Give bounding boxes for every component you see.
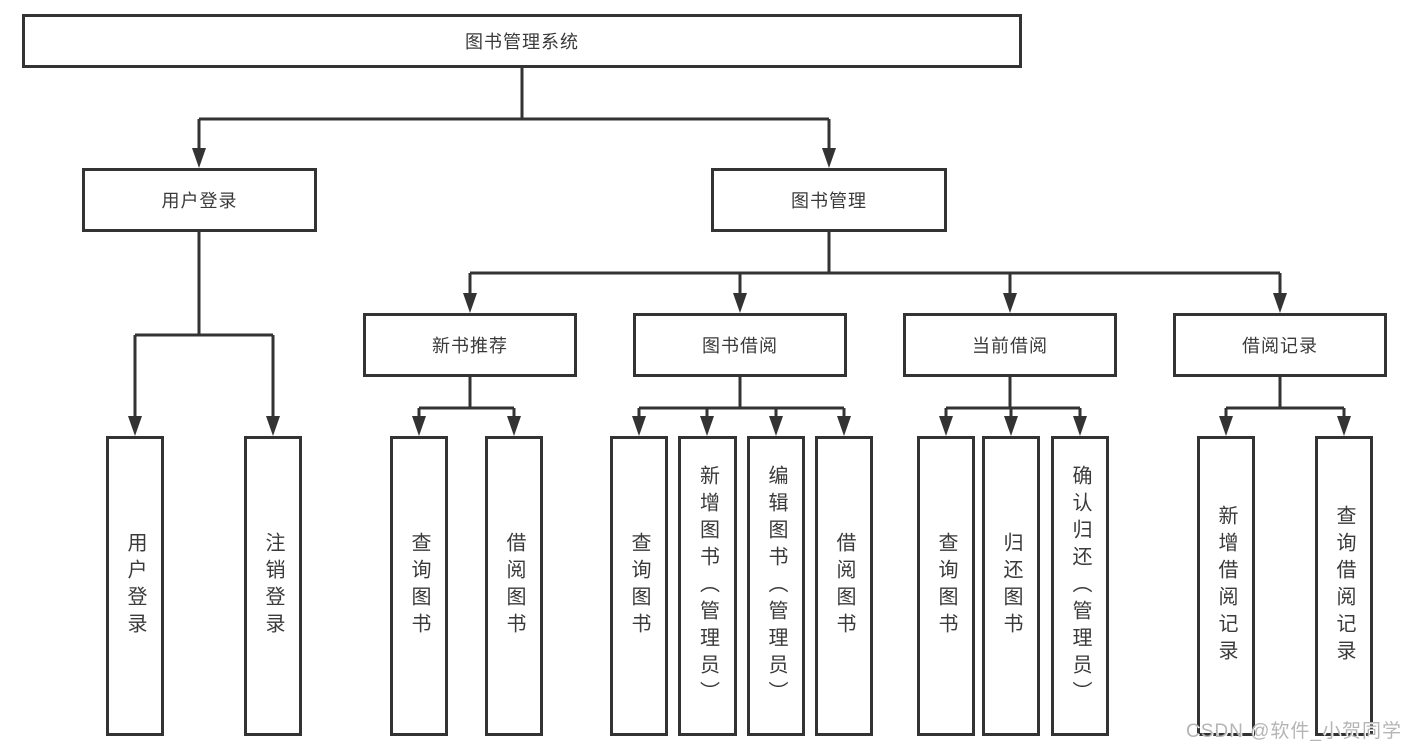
leaf-add-books-admin: 新增图书（管理员） bbox=[678, 436, 737, 736]
node-label: 当前借阅 bbox=[972, 336, 1048, 356]
arrowhead-icon bbox=[1004, 416, 1018, 436]
connector-userlogin-to-leaves bbox=[133, 232, 275, 418]
arrowhead-icon bbox=[128, 416, 142, 436]
node-book-borrowing: 图书借阅 bbox=[633, 313, 847, 377]
leaf-add-borrow-record: 新增借阅记录 bbox=[1197, 436, 1255, 736]
arrowhead-icon bbox=[1073, 416, 1087, 436]
connector-newbook-to-leaves bbox=[417, 377, 516, 418]
connector-borrowrecord-to-leaves bbox=[1224, 377, 1346, 418]
node-current-borrowing: 当前借阅 bbox=[903, 313, 1117, 377]
arrowhead-icon bbox=[769, 416, 783, 436]
arrowhead-icon bbox=[266, 416, 280, 436]
node-label: 注销登录 bbox=[262, 532, 284, 640]
node-label: 编辑图书（管理员） bbox=[765, 464, 787, 708]
node-label: 查询借阅记录 bbox=[1333, 505, 1355, 667]
node-label: 图书管理系统 bbox=[465, 32, 579, 52]
node-new-book-recommend: 新书推荐 bbox=[363, 313, 577, 377]
node-label: 用户登录 bbox=[124, 532, 146, 640]
node-borrowing-records: 借阅记录 bbox=[1173, 313, 1387, 377]
leaf-borrowing-borrow-books: 借阅图书 bbox=[815, 436, 873, 736]
leaf-edit-books-admin: 编辑图书（管理员） bbox=[747, 436, 805, 736]
csdn-watermark: CSDN @软件_小贺同学 bbox=[1186, 721, 1402, 742]
arrowhead-icon bbox=[939, 416, 953, 436]
arrowhead-icon bbox=[632, 416, 646, 436]
node-label: 归还图书 bbox=[1000, 532, 1022, 640]
node-label: 查询图书 bbox=[628, 532, 650, 640]
leaf-borrowing-query-books: 查询图书 bbox=[610, 436, 668, 736]
node-label: 图书管理 bbox=[791, 191, 867, 211]
leaf-current-query-books: 查询图书 bbox=[917, 436, 975, 736]
arrowhead-icon bbox=[463, 293, 477, 313]
node-book-management: 图书管理 bbox=[711, 168, 947, 232]
node-label: 新增借阅记录 bbox=[1215, 505, 1237, 667]
leaf-query-borrow-record: 查询借阅记录 bbox=[1315, 436, 1373, 736]
connector-bookmgmt-to-level3 bbox=[468, 232, 1282, 295]
leaf-newbook-query-books: 查询图书 bbox=[390, 436, 448, 736]
node-label: 用户登录 bbox=[161, 191, 238, 211]
leaf-newbook-borrow-books: 借阅图书 bbox=[485, 436, 543, 736]
node-label: 图书借阅 bbox=[702, 336, 778, 356]
arrowhead-icon bbox=[1273, 293, 1287, 313]
node-label: 新增图书（管理员） bbox=[696, 464, 719, 708]
arrowhead-icon bbox=[192, 148, 206, 168]
leaf-user-login: 用户登录 bbox=[106, 436, 164, 736]
arrowhead-icon bbox=[837, 416, 851, 436]
arrowhead-icon bbox=[507, 416, 521, 436]
arrowhead-icon bbox=[1003, 293, 1017, 313]
connector-root-to-level2 bbox=[197, 68, 831, 150]
node-label: 确认归还（管理员） bbox=[1069, 464, 1091, 708]
node-label: 新书推荐 bbox=[432, 336, 508, 356]
arrowhead-icon bbox=[1219, 416, 1233, 436]
node-label: 借阅图书 bbox=[833, 532, 855, 640]
leaf-return-books: 归还图书 bbox=[982, 436, 1040, 736]
node-label: 借阅图书 bbox=[503, 532, 525, 640]
node-library-management-system: 图书管理系统 bbox=[22, 14, 1022, 68]
arrowhead-icon bbox=[1337, 416, 1351, 436]
arrowhead-icon bbox=[700, 416, 714, 436]
leaf-confirm-return-admin: 确认归还（管理员） bbox=[1051, 436, 1109, 736]
connector-bookborrow-to-leaves bbox=[637, 377, 846, 418]
arrowhead-icon bbox=[822, 148, 836, 168]
leaf-logout: 注销登录 bbox=[244, 436, 302, 736]
arrowhead-icon bbox=[733, 293, 747, 313]
node-label: 查询图书 bbox=[408, 532, 430, 640]
connector-currentborrow-to-leaves bbox=[944, 377, 1082, 418]
node-label: 查询图书 bbox=[935, 532, 957, 640]
node-user-login: 用户登录 bbox=[82, 168, 317, 232]
node-label: 借阅记录 bbox=[1242, 336, 1318, 356]
arrowhead-icon bbox=[412, 416, 426, 436]
